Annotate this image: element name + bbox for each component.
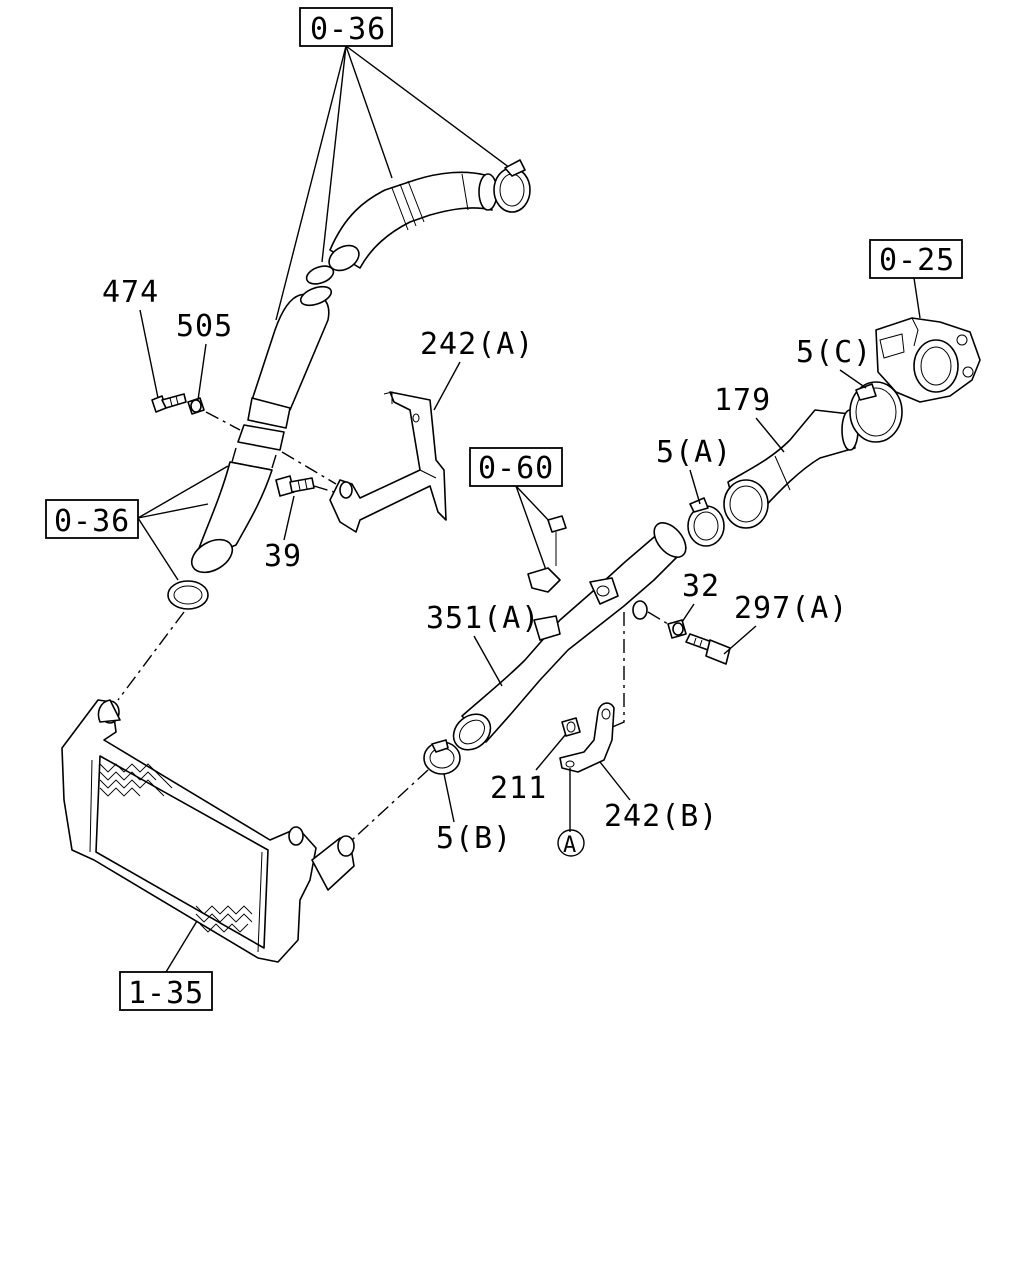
clamp-5a	[687, 497, 725, 547]
leaders-0-36-left	[137, 465, 229, 581]
dash-pipe-to-242b	[609, 612, 625, 729]
ref-box-0-36-top[interactable]: 0-36	[299, 7, 393, 47]
callout-circle-a: A	[557, 829, 585, 858]
ref-box-0-25[interactable]: 0-25	[869, 239, 963, 279]
leaders-0-60	[515, 485, 553, 571]
callout-5b: 5(B)	[436, 773, 512, 856]
label-5c: 5(C)	[796, 335, 872, 370]
label-39: 39	[264, 539, 302, 574]
label-32: 32	[682, 569, 720, 604]
label-242b: 242(B)	[604, 799, 718, 834]
ref-label-0-36-left: 0-36	[54, 504, 130, 539]
pipe-351a	[452, 522, 687, 751]
nut-211	[561, 717, 581, 737]
callout-297a: 297(A)	[723, 591, 848, 655]
left-upper-pipe	[231, 265, 335, 469]
callout-505: 505	[176, 309, 233, 401]
callout-39: 39	[264, 495, 302, 574]
intercooler-fins	[99, 763, 253, 933]
label-5a: 5(A)	[656, 435, 732, 470]
callout-474: 474	[102, 275, 159, 399]
ref-label-0-25: 0-25	[879, 243, 955, 278]
upper-curved-hose	[328, 171, 498, 272]
bracket-242b	[559, 702, 615, 773]
leaders-1-35	[165, 915, 201, 973]
label-474: 474	[102, 275, 159, 310]
ref-box-1-35[interactable]: 1-35	[119, 971, 213, 1011]
intercooler-core	[61, 699, 355, 963]
dash-5b-to-intercooler	[351, 769, 429, 841]
callout-242a: 242(A)	[420, 327, 534, 411]
label-179: 179	[714, 383, 771, 418]
label-351a: 351(A)	[426, 601, 540, 636]
ref-label-0-60: 0-60	[478, 451, 554, 486]
clamp-5c	[849, 381, 903, 443]
label-242a: 242(A)	[420, 327, 534, 362]
bolt-505	[187, 397, 205, 415]
label-505: 505	[176, 309, 233, 344]
callout-5a: 5(A)	[656, 435, 732, 505]
label-211: 211	[490, 771, 547, 806]
hose-179	[723, 409, 859, 529]
callout-351a: 351(A)	[426, 601, 540, 687]
callout-242b: 242(B)	[599, 761, 718, 834]
left-lower-hose	[167, 461, 273, 610]
dash-505-to-pipe	[205, 411, 241, 431]
callout-32: 32	[681, 569, 720, 623]
label-5b: 5(B)	[436, 821, 512, 856]
ref-label-1-35: 1-35	[128, 976, 204, 1011]
callout-211: 211	[490, 733, 567, 806]
dash-hose-to-intercooler	[117, 611, 185, 701]
dash-pipe-to-32	[647, 611, 669, 625]
bolt-39	[275, 475, 315, 497]
bolt-474	[151, 393, 187, 413]
throttle-body	[875, 317, 981, 403]
callout-5c: 5(C)	[796, 335, 872, 389]
label-297a: 297(A)	[734, 591, 848, 626]
dash-pipe-to-bracket	[281, 451, 337, 485]
leaders-0-25	[913, 277, 921, 319]
ref-box-0-36-left[interactable]: 0-36	[45, 499, 139, 539]
dash-39-to-bracket	[313, 485, 335, 493]
bracket-242a	[329, 391, 447, 533]
clamp-5b	[423, 739, 461, 775]
washer-32	[667, 619, 687, 639]
leaders-0-36-top	[275, 45, 511, 321]
upper-hose-clamp-right	[493, 159, 531, 213]
clip-0-60	[527, 515, 567, 593]
circle-a-label: A	[563, 833, 577, 858]
bolt-297a	[685, 633, 731, 665]
ref-box-0-60[interactable]: 0-60	[469, 447, 563, 487]
ref-label-0-36-top: 0-36	[310, 12, 386, 47]
callout-179: 179	[714, 383, 785, 453]
